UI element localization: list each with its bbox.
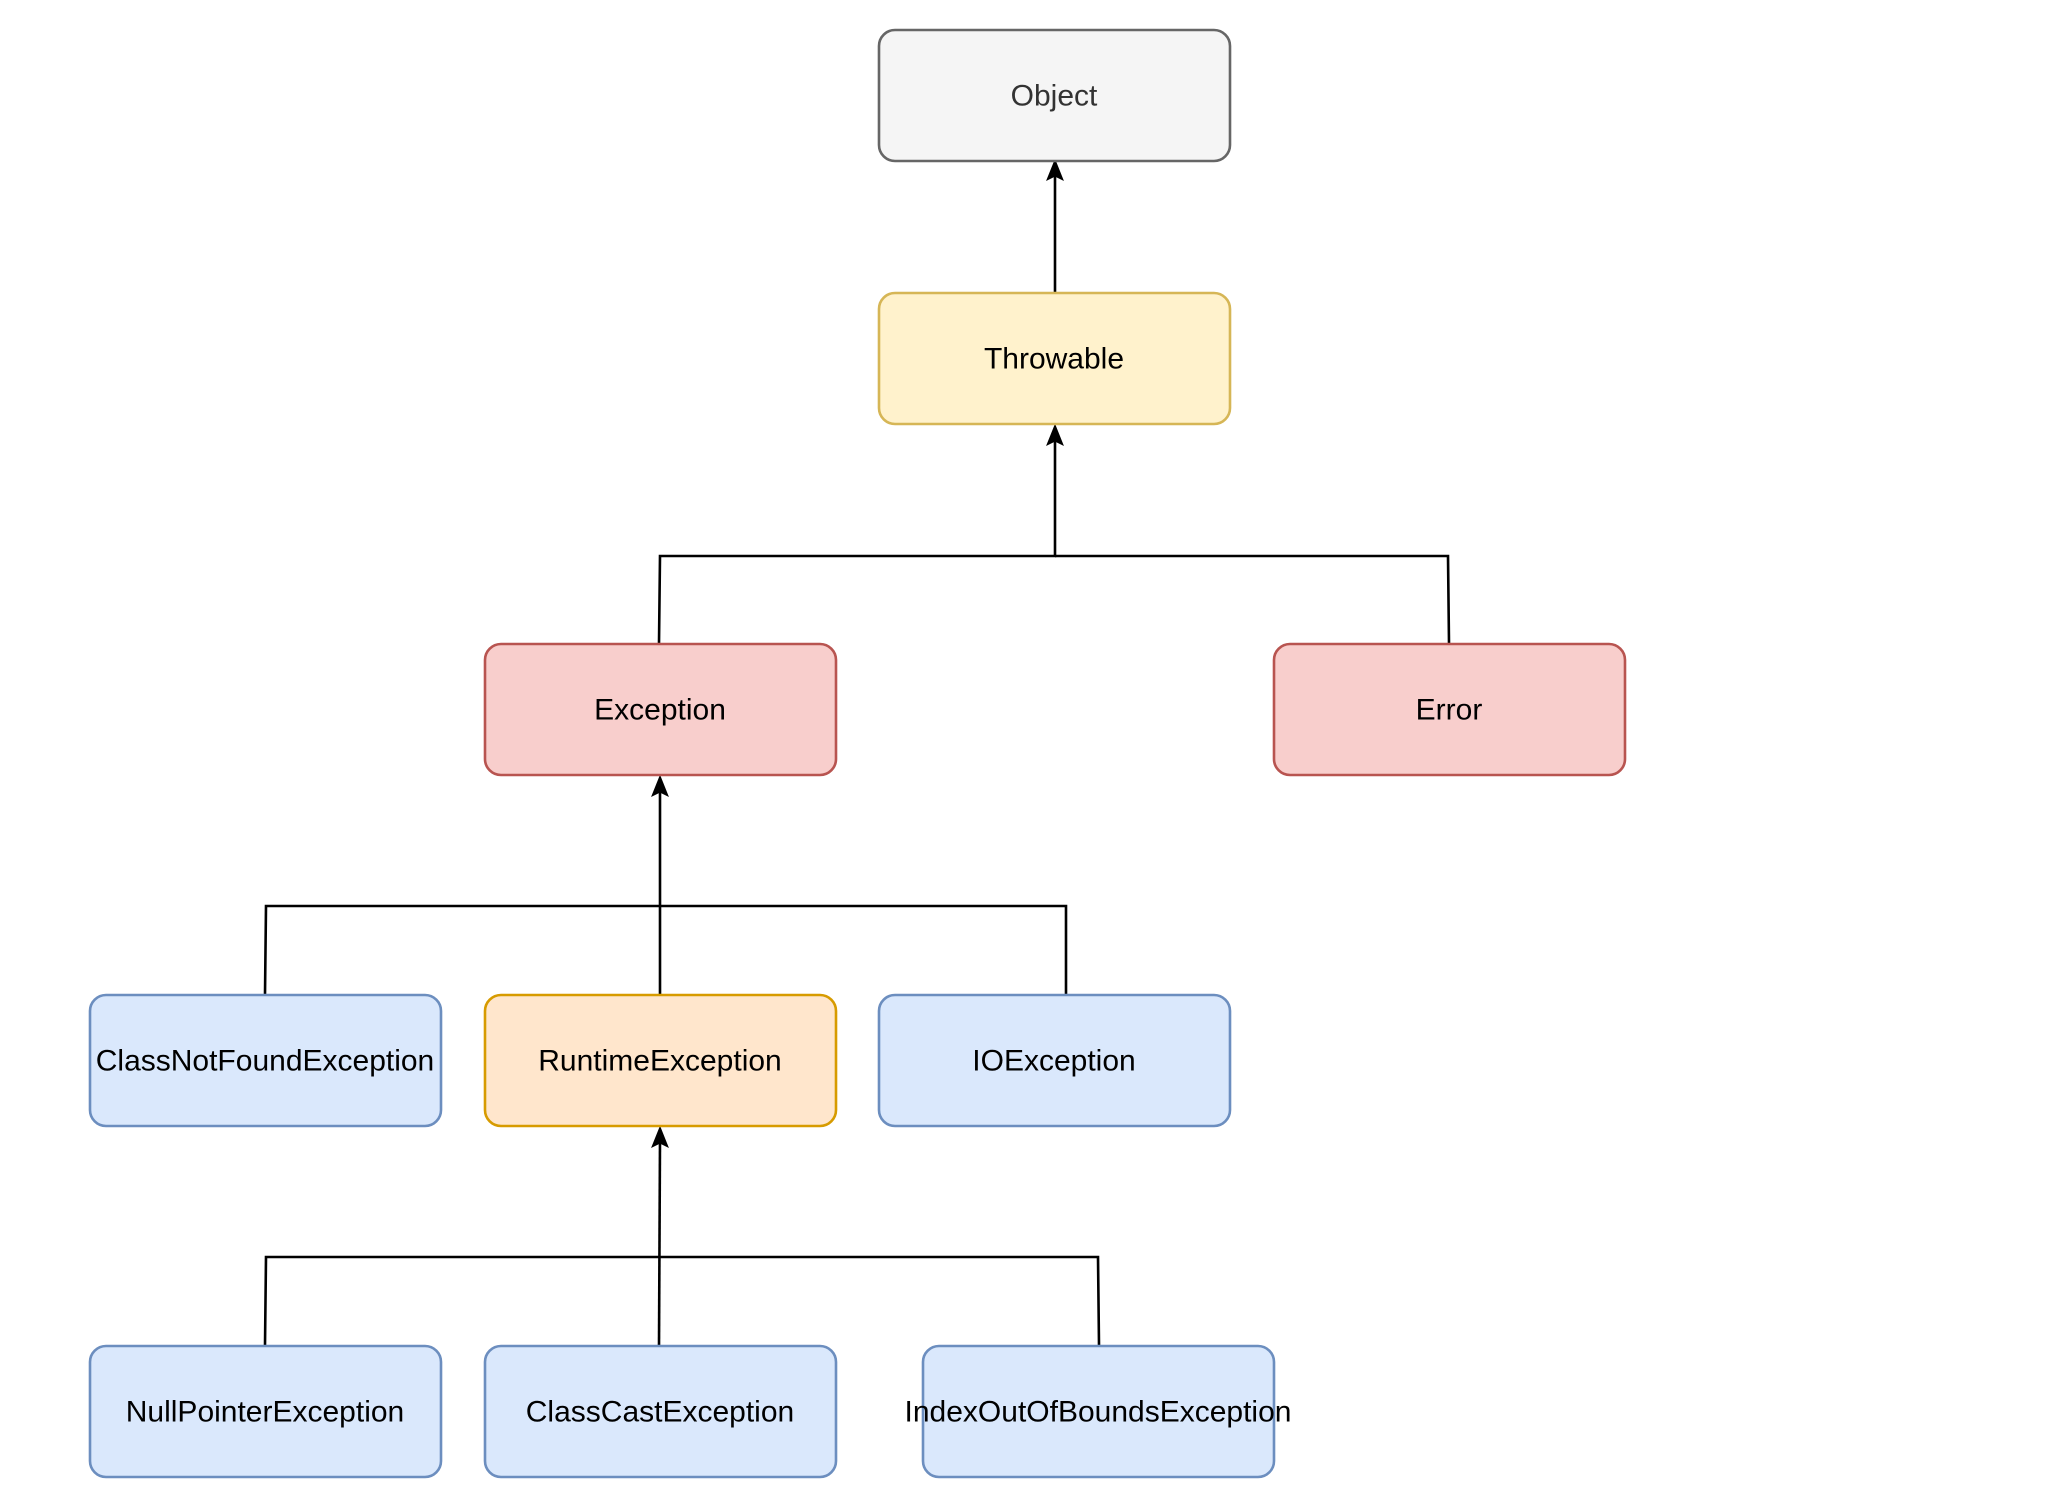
node-io-exception[interactable]: IOException: [877, 993, 1232, 1128]
node-index-out-of-bounds-exception-box: [921, 1344, 1276, 1479]
node-exception-label: Exception: [594, 694, 726, 727]
edge-error-to-throwable: [1055, 554, 1451, 644]
node-index-out-of-bounds-exception[interactable]: IndexOutOfBoundsException: [905, 1344, 1292, 1479]
node-throwable-label: Throwable: [984, 343, 1124, 376]
node-throwable[interactable]: Throwable: [877, 291, 1232, 426]
node-object[interactable]: Object: [877, 28, 1232, 163]
node-error-box: [1272, 642, 1627, 777]
edge-nullpointer-to-runtime: [263, 1255, 660, 1346]
edge-indexoutofbounds-to-runtime: [660, 1255, 1101, 1346]
edge-exception-to-throwable: [657, 437, 1057, 644]
node-class-cast-exception-box: [483, 1344, 838, 1479]
node-error-label: Error: [1416, 694, 1483, 727]
node-null-pointer-exception-box: [88, 1344, 443, 1479]
node-index-out-of-bounds-exception-label: IndexOutOfBoundsException: [905, 1396, 1292, 1429]
arrowhead-runtime: [651, 1125, 669, 1149]
edge-classnotfound-to-exception: [263, 904, 660, 995]
node-object-label: Object: [1011, 80, 1098, 113]
node-class-not-found-exception-box: [88, 993, 443, 1128]
node-exception[interactable]: Exception: [483, 642, 838, 777]
nodes: Object Throwable Exception Error ClassNo…: [88, 28, 1627, 1479]
node-null-pointer-exception-label: NullPointerException: [126, 1396, 404, 1429]
edges: [263, 158, 1451, 1346]
node-runtime-exception[interactable]: RuntimeException: [483, 993, 838, 1128]
node-null-pointer-exception[interactable]: NullPointerException: [88, 1344, 443, 1479]
edge-classcast-to-runtime: [657, 1138, 662, 1346]
node-throwable-box: [877, 291, 1232, 426]
node-runtime-exception-label: RuntimeException: [538, 1045, 781, 1078]
edge-io-to-exception: [660, 904, 1068, 994]
node-object-box: [877, 28, 1232, 163]
node-io-exception-label: IOException: [972, 1045, 1135, 1078]
arrowhead-throwable: [1046, 423, 1064, 447]
node-exception-box: [483, 642, 838, 777]
arrowhead-exception: [651, 774, 669, 798]
node-class-not-found-exception-label: ClassNotFoundException: [96, 1045, 435, 1078]
node-class-cast-exception[interactable]: ClassCastException: [483, 1344, 838, 1479]
node-io-exception-box: [877, 993, 1232, 1128]
node-error[interactable]: Error: [1272, 642, 1627, 777]
node-class-cast-exception-label: ClassCastException: [526, 1396, 794, 1429]
node-runtime-exception-box: [483, 993, 838, 1128]
arrowhead-object: [1046, 158, 1064, 182]
node-class-not-found-exception[interactable]: ClassNotFoundException: [88, 993, 443, 1128]
